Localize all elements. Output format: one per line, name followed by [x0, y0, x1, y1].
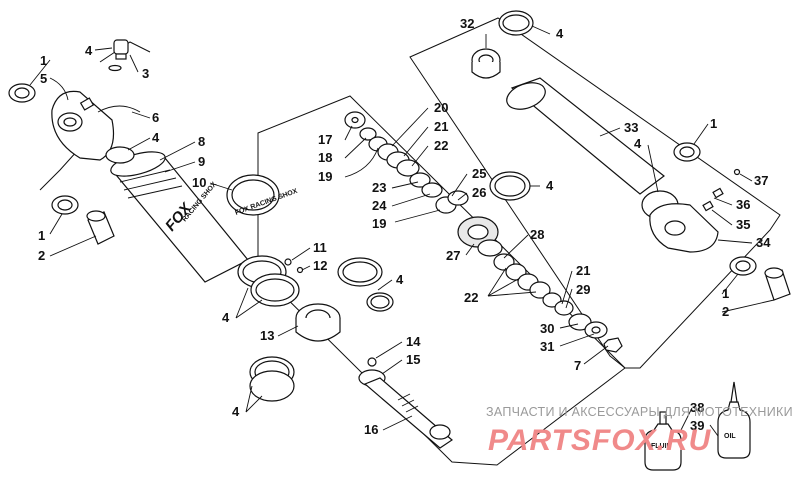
callout-15: 15: [406, 352, 420, 367]
oring-part-4b: [105, 146, 135, 164]
callout-4: 4: [634, 136, 642, 151]
nut-part-7: [603, 337, 623, 353]
callout-23: 23: [372, 180, 386, 195]
watermark-logo: PARTSFOX.RU: [488, 424, 712, 457]
callout-10: 10: [192, 175, 206, 190]
callout-27: 27: [446, 248, 460, 263]
svg-text:OIL: OIL: [724, 433, 736, 440]
reservoir-tube-33: [510, 77, 665, 195]
callout-26: 26: [472, 185, 486, 200]
callout-28: 28: [530, 227, 544, 242]
callout-11: 11: [313, 240, 327, 255]
callout-7: 7: [574, 358, 581, 373]
callout-8: 8: [198, 134, 205, 149]
callout-32: 32: [460, 16, 474, 31]
reservoir-right: [471, 10, 791, 301]
group-frame-left-bracket: [99, 41, 151, 63]
callout-38: 38: [690, 400, 704, 415]
reservoir-head: [51, 90, 115, 161]
callout-19: 19: [372, 216, 386, 231]
callout-4: 4: [232, 404, 240, 419]
callout-13: 13: [260, 328, 274, 343]
callout-33: 33: [624, 120, 638, 135]
spring-part-12: [296, 266, 304, 274]
callout-1: 1: [38, 228, 45, 243]
group-frame-left-lower: [39, 149, 79, 191]
nut-part-14: [367, 357, 377, 367]
callout-24: 24: [372, 198, 387, 213]
callout-34: 34: [756, 235, 771, 250]
callout-1: 1: [40, 53, 47, 68]
callout-18: 18: [318, 150, 332, 165]
callout-labels: 1 5 4 3 6 4 8 9 10 1 2 11 12 4 4 13 4 14…: [38, 16, 771, 437]
callout-25: 25: [472, 166, 486, 181]
valve-cap: [113, 39, 129, 55]
callout-1: 1: [710, 116, 717, 131]
callout-19: 19: [318, 169, 332, 184]
callout-5: 5: [40, 71, 47, 86]
callout-2: 2: [722, 304, 729, 319]
callout-21: 21: [434, 119, 448, 134]
callout-2: 2: [38, 248, 45, 263]
callout-39: 39: [690, 418, 704, 433]
callout-9: 9: [198, 154, 205, 169]
group-frame-right: [409, 17, 781, 369]
oil-bottle-39: OIL: [717, 381, 751, 459]
callout-1: 1: [722, 286, 729, 301]
callout-6: 6: [152, 110, 159, 125]
callout-17: 17: [318, 132, 332, 147]
callout-4: 4: [396, 272, 404, 287]
piston-stack-left: [237, 255, 394, 402]
callout-31: 31: [540, 339, 554, 354]
watermark-caption: ЗАПЧАСТИ И АКСЕССУАРЫ ДЛЯ МОТОТЕХНИКИ: [486, 405, 793, 419]
callout-14: 14: [406, 334, 421, 349]
shaft-assembly: [358, 357, 453, 449]
callout-3: 3: [142, 66, 149, 81]
leader-lines: [29, 25, 775, 437]
fluid-bottle-38: FLUID: [644, 411, 682, 471]
shock-body-left: FOX RACING SHOX: [8, 39, 249, 283]
ball-part-37: [733, 168, 741, 176]
callout-37: 37: [754, 173, 768, 188]
ring-part-10: FOX RACING SHOX: [226, 174, 299, 217]
callout-12: 12: [313, 258, 327, 273]
callout-35: 35: [736, 217, 750, 232]
callout-4: 4: [85, 43, 93, 58]
callout-29: 29: [576, 282, 590, 297]
svg-text:FLUID: FLUID: [651, 443, 672, 450]
plug-part-36: [702, 200, 714, 212]
callout-21: 21: [576, 263, 590, 278]
callout-36: 36: [736, 197, 750, 212]
callout-4: 4: [152, 130, 160, 145]
callout-16: 16: [364, 422, 378, 437]
oring-part-4e-b: [249, 370, 295, 402]
shim-stack-center: [344, 111, 623, 353]
callout-4: 4: [222, 310, 230, 325]
callout-30: 30: [540, 321, 554, 336]
valve-oring: [108, 64, 122, 72]
callout-4: 4: [546, 178, 554, 193]
callout-22: 22: [434, 138, 448, 153]
callout-4: 4: [556, 26, 564, 41]
callout-20: 20: [434, 100, 448, 115]
callout-22: 22: [464, 290, 478, 305]
ball-part-11: [284, 258, 292, 266]
